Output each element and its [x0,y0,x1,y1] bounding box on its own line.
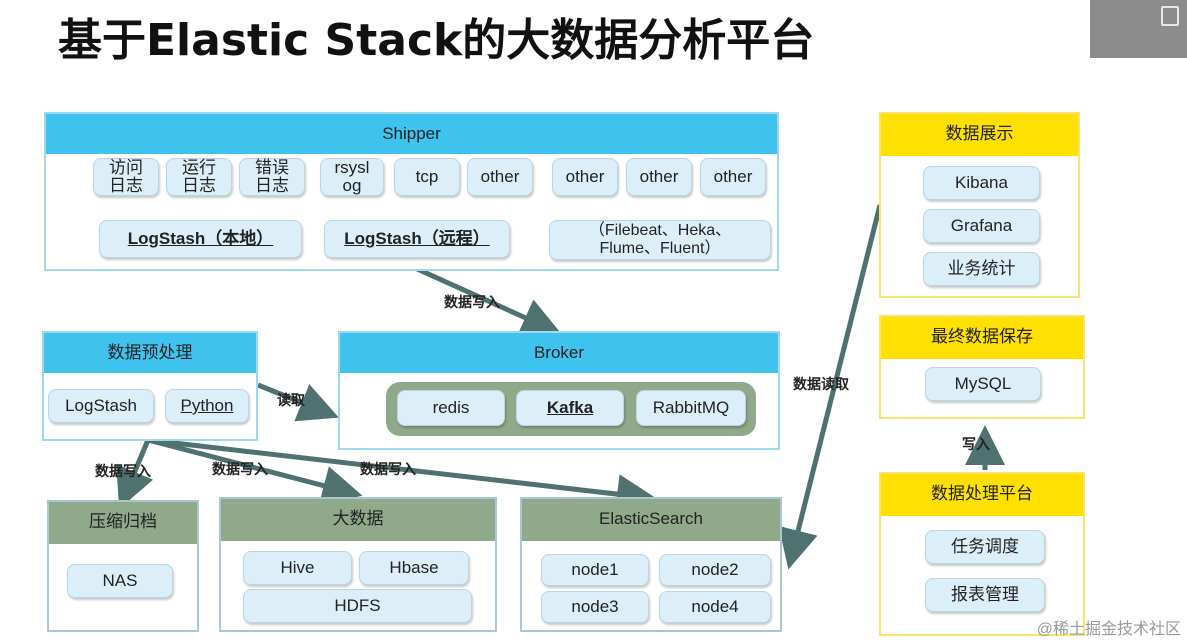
es-node3: node3 [541,591,649,623]
corner-panel [1090,0,1187,58]
broker-panel: Broker redis Kafka RabbitMQ [338,331,780,450]
chip-rsyslog: rsysl og [320,158,384,196]
chip-error-log: 错误 日志 [239,158,305,196]
processing-task-scheduling: 任务调度 [925,530,1045,564]
label-write-broker: 数据写入 [444,295,500,311]
chip-access-log: 访问 日志 [93,158,159,196]
page-title: 基于Elastic Stack的大数据分析平台 [58,15,815,66]
beats-chip: （Filebeat、Heka、 Flume、Fluent） [549,220,771,260]
label-write-mysql: 写入 [962,437,990,453]
preprocess-panel: 数据预处理 LogStash Python [42,331,258,441]
es-node4: node4 [659,591,771,623]
bigdata-header: 大数据 [221,499,495,541]
logstash-local: LogStash（本地） [99,220,302,258]
shipper-panel: Shipper 访问 日志 运行 日志 错误 日志 rsysl og tcp o… [44,112,779,271]
preprocess-logstash: LogStash [48,389,154,423]
storage-panel: 最终数据保存 MySQL [879,315,1085,419]
es-node2: node2 [659,554,771,586]
label-write-archive: 数据写入 [95,464,151,480]
bigdata-hdfs: HDFS [243,589,472,623]
chip-tcp: tcp [394,158,460,196]
label-write-es: 数据写入 [360,462,416,478]
chip-remote-other: other [467,158,533,196]
clipboard-icon[interactable] [1161,6,1179,26]
chip-other-3: other [700,158,766,196]
label-read-data: 数据读取 [793,377,849,393]
broker-header: Broker [340,333,778,373]
chip-other-2: other [626,158,692,196]
archive-header: 压缩归档 [49,502,197,544]
display-panel: 数据展示 Kibana Grafana 业务统计 [879,112,1080,298]
display-grafana: Grafana [923,209,1040,243]
chip-other-1: other [552,158,618,196]
watermark: @稀土掘金技术社区 [1036,621,1181,638]
preprocess-python: Python [165,389,249,423]
processing-report-management: 报表管理 [925,578,1045,612]
bigdata-hbase: Hbase [359,551,469,585]
shipper-header: Shipper [46,114,777,154]
bigdata-panel: 大数据 Hive Hbase HDFS [219,497,497,632]
broker-kafka: Kafka [516,390,624,426]
broker-rabbitmq: RabbitMQ [636,390,746,426]
bigdata-hive: Hive [243,551,352,585]
display-business-stats: 业务统计 [923,252,1040,286]
logstash-remote: LogStash（远程） [324,220,510,258]
arrow-to-es [147,437,657,515]
preprocess-header: 数据预处理 [44,333,256,373]
storage-mysql: MySQL [925,367,1041,401]
es-panel: ElasticSearch node1 node2 node3 node4 [520,497,782,632]
processing-panel: 数据处理平台 任务调度 报表管理 [879,472,1085,636]
label-read: 读取 [277,393,305,409]
display-header: 数据展示 [881,114,1078,156]
arrow-to-bigdata [147,437,363,506]
arrow-preprocess-broker [257,382,339,422]
archive-nas: NAS [67,564,173,598]
broker-redis: redis [397,390,505,426]
arrow-read-display [778,204,883,570]
display-kibana: Kibana [923,166,1040,200]
arrow-to-archive [116,439,154,509]
archive-panel: 压缩归档 NAS [47,500,199,632]
es-header: ElasticSearch [522,499,780,541]
arrow-shipper-broker [413,265,562,336]
storage-header: 最终数据保存 [881,317,1083,359]
label-write-bigdata: 数据写入 [212,462,268,478]
chip-run-log: 运行 日志 [166,158,232,196]
es-node1: node1 [541,554,649,586]
processing-header: 数据处理平台 [881,474,1083,516]
